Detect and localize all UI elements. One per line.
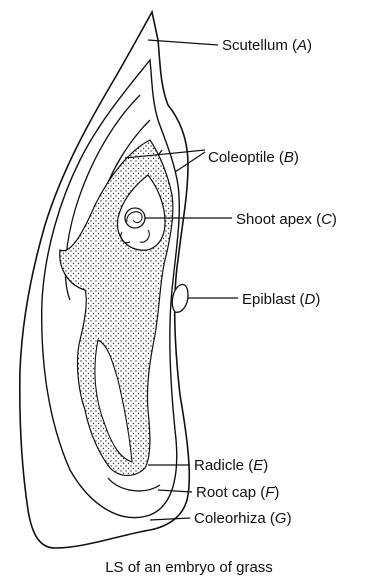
figure-caption: LS of an embryo of grass bbox=[105, 559, 273, 576]
label-radicle: Radicle (E) bbox=[194, 457, 268, 474]
label-coleorhiza: Coleorhiza (G) bbox=[194, 510, 292, 527]
label-shoot-apex: Shoot apex (C) bbox=[236, 211, 337, 228]
label-root-cap: Root cap (F) bbox=[196, 484, 279, 501]
label-scutellum: Scutellum (A) bbox=[222, 37, 312, 54]
label-epiblast: Epiblast (D) bbox=[242, 291, 320, 308]
label-coleoptile: Coleoptile (B) bbox=[208, 149, 299, 166]
